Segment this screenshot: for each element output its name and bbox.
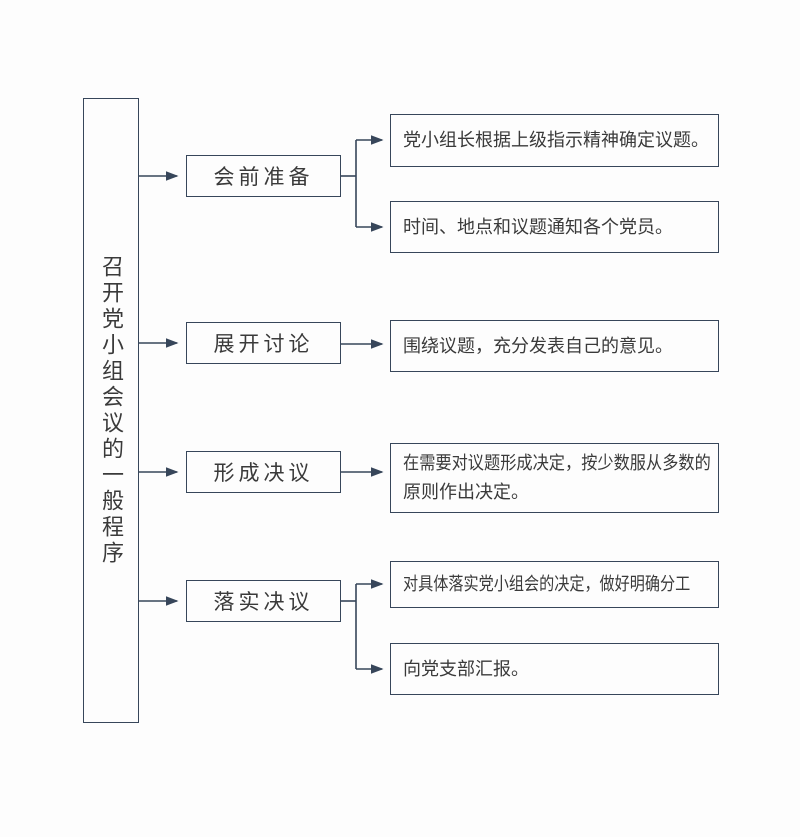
- detail-box-6: 向党支部汇报。: [390, 643, 719, 695]
- stage-label: 展开讨论: [213, 332, 314, 356]
- stage-box-implementation: 落实决议: [186, 580, 341, 622]
- stage-label: 会前准备: [213, 165, 314, 189]
- stage-label: 形成决议: [213, 461, 314, 485]
- detail-text: 在需要对议题形成决定，按少数服从多数的: [403, 453, 711, 473]
- stage-label: 落实决议: [213, 590, 314, 614]
- detail-box-1: 党小组长根据上级指示精神确定议题。: [390, 114, 719, 167]
- detail-box-5: 对具体落实党小组会的决定，做好明确分工: [390, 561, 719, 608]
- detail-text: 原则作出决定。: [403, 482, 529, 502]
- root-label: 召开党小组会议的一般程序: [99, 254, 124, 567]
- detail-box-2: 时间、地点和议题通知各个党员。: [390, 201, 719, 253]
- stage-box-resolution: 形成决议: [186, 451, 341, 493]
- detail-text: 对具体落实党小组会的决定，做好明确分工: [403, 574, 691, 594]
- detail-text: 向党支部汇报。: [403, 658, 529, 679]
- stage-box-preparation: 会前准备: [186, 155, 341, 197]
- detail-box-3: 围绕议题，充分发表自己的意见。: [390, 320, 719, 372]
- stage-box-discussion: 展开讨论: [186, 322, 341, 364]
- detail-text: 时间、地点和议题通知各个党员。: [403, 216, 673, 237]
- detail-text: 党小组长根据上级指示精神确定议题。: [403, 130, 709, 150]
- root-box: 召开党小组会议的一般程序: [83, 98, 139, 723]
- detail-box-4: 在需要对议题形成决定，按少数服从多数的 原则作出决定。: [390, 443, 719, 513]
- detail-text: 围绕议题，充分发表自己的意见。: [403, 335, 673, 356]
